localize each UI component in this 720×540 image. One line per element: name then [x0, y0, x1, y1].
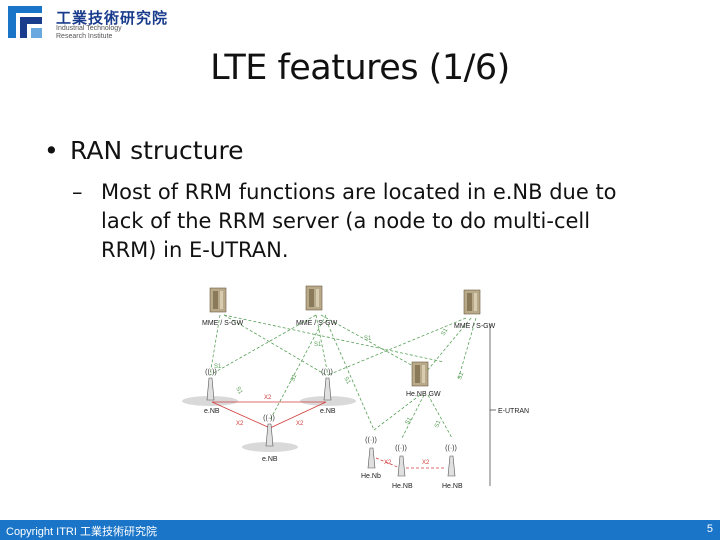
ran-structure-diagram: ((·)) ((·)) ((·)) ((·)) ((·)) ((·)) MME …	[182, 285, 529, 490]
svg-text:((·)): ((·))	[365, 437, 377, 444]
logo-name-en-line2: Research Institute	[56, 33, 113, 40]
antenna-icon: ((·))	[365, 437, 377, 469]
svg-text:((·)): ((·))	[263, 415, 275, 422]
x2-links	[211, 401, 446, 469]
sub-bullet-line-2: lack of the RRM server (a node to do mul…	[101, 209, 591, 233]
sub-bullet-line-3: RRM) in E-UTRAN.	[101, 238, 289, 262]
label-enb3: e.NB	[262, 456, 278, 463]
label-enb1: e.NB	[204, 408, 220, 415]
s1-label: S1	[342, 376, 351, 386]
logo-name-en: Industrial Technology Research Institute	[56, 25, 122, 41]
slide-title: LTE features (1/6)	[210, 48, 510, 88]
sub-bullet-line-1: Most of RRM functions are located in e.N…	[101, 180, 617, 204]
sub-bullet-text: Most of RRM functions are located in e.N…	[101, 178, 681, 265]
enb3-shadow	[242, 442, 298, 452]
server-icon	[411, 361, 429, 387]
antenna-icon: ((·))	[395, 445, 407, 477]
s1-label: S1	[434, 419, 442, 429]
label-henb2: He.NB	[392, 483, 413, 490]
label-mme3: MME / S-GW	[454, 323, 496, 330]
svg-text:((·)): ((·))	[205, 369, 217, 376]
label-henb1: He.Nb	[361, 473, 381, 480]
s1-links	[209, 314, 477, 439]
antenna-icon: ((·))	[445, 445, 457, 477]
s1-label: S1	[234, 386, 243, 396]
antenna-icon: ((·))	[321, 369, 333, 401]
label-henb3: He.NB	[442, 483, 463, 490]
itri-logo-mark-icon	[8, 6, 42, 38]
label-enb2: e.NB	[320, 408, 336, 415]
s1-label: S1	[364, 336, 372, 342]
sub-bullet-marker: –	[72, 180, 83, 204]
footer-copyright: Copyright ITRI 工業技術研究院	[6, 526, 157, 538]
x2-label: X2	[384, 460, 392, 466]
s1-label: S1	[405, 416, 414, 426]
antenna-icon: ((·))	[205, 369, 217, 401]
x2-label: X2	[422, 460, 430, 466]
x2-label: X2	[264, 395, 272, 401]
svg-text:((·)): ((·))	[321, 369, 333, 376]
s1-label: S1	[290, 373, 298, 383]
s1-label: S1	[457, 371, 465, 381]
label-mme1: MME / S-GW	[202, 320, 244, 327]
itri-logo: 工業技術研究院 Industrial Technology Research I…	[6, 4, 169, 44]
s1-labels: S1 S1 S1 S1 S1 S1 S1 S1 S1 S1	[214, 327, 466, 429]
footer-bar: Copyright ITRI 工業技術研究院 5	[0, 520, 720, 540]
s1-label: S1	[314, 342, 322, 348]
bullet-ran-structure: • RAN structure	[44, 136, 244, 165]
label-eutran: E-UTRAN	[498, 408, 529, 415]
label-mme2: MME / S-GW	[296, 320, 338, 327]
antenna-icon: ((·))	[263, 415, 275, 447]
server-icon	[463, 289, 481, 315]
svg-text:((·)): ((·))	[395, 445, 407, 452]
x2-labels: X2 X2 X2 X2 X2	[236, 395, 430, 466]
x2-label: X2	[296, 421, 304, 427]
bullet-text: RAN structure	[70, 136, 244, 165]
s1-label: S1	[441, 327, 450, 337]
enb1-shadow	[182, 396, 238, 406]
svg-text:((·)): ((·))	[445, 445, 457, 452]
server-icon	[209, 287, 227, 313]
logo-name-en-line1: Industrial Technology	[56, 25, 122, 32]
s1-label: S1	[214, 364, 222, 370]
enb2-shadow	[300, 396, 356, 406]
server-icon	[305, 285, 323, 311]
bullet-marker: •	[44, 136, 59, 165]
logo-name-cn: 工業技術研究院	[56, 10, 169, 27]
x2-label: X2	[236, 421, 244, 427]
label-henbgw: He.NB GW	[406, 391, 441, 398]
page-number: 5	[706, 523, 713, 535]
